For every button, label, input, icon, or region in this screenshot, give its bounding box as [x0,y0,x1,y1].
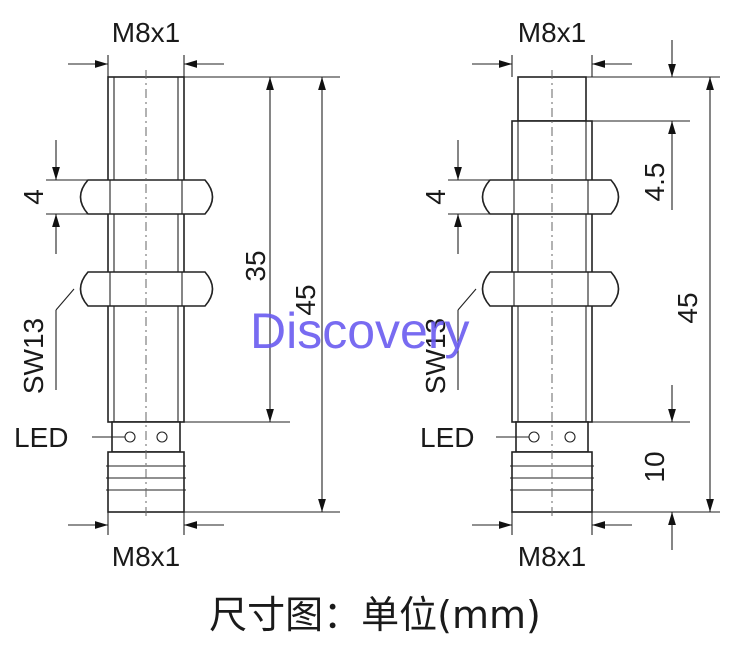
left-led-label: LED [14,422,68,453]
left-thread-top-label: M8x1 [112,17,180,48]
right-dim-led-label: 10 [639,451,670,482]
right-dim-head-label: 4.5 [639,163,670,202]
left-thread-bottom-label: M8x1 [112,541,180,572]
caption-units: 尺寸图：单位(mm) [209,593,541,637]
right-thread-top-label: M8x1 [518,17,586,48]
right-sensor: M8x1 4 SW13 4.5 45 10 LED [420,17,720,572]
right-led-label: LED [420,422,474,453]
right-dim-45-label: 45 [672,292,703,323]
watermark-text: Discovery [250,303,469,359]
right-led-dot [564,431,576,443]
left-dim-35-label: 35 [240,250,271,281]
right-lower-nut [481,271,620,307]
left-led-dot [156,431,168,443]
right-upper-nut [481,179,620,215]
left-wrench-size-label: SW13 [18,318,49,394]
right-thread-bottom-label: M8x1 [518,541,586,572]
left-nut-height-label: 4 [18,189,49,205]
right-wrench-size-label: SW13 [420,318,451,394]
right-nut-height-label: 4 [420,189,451,205]
left-dim-45-label: 45 [290,284,321,315]
left-sensor: M8x1 4 SW13 35 45 LED M8x1 [14,17,340,572]
left-lower-nut [79,271,214,307]
